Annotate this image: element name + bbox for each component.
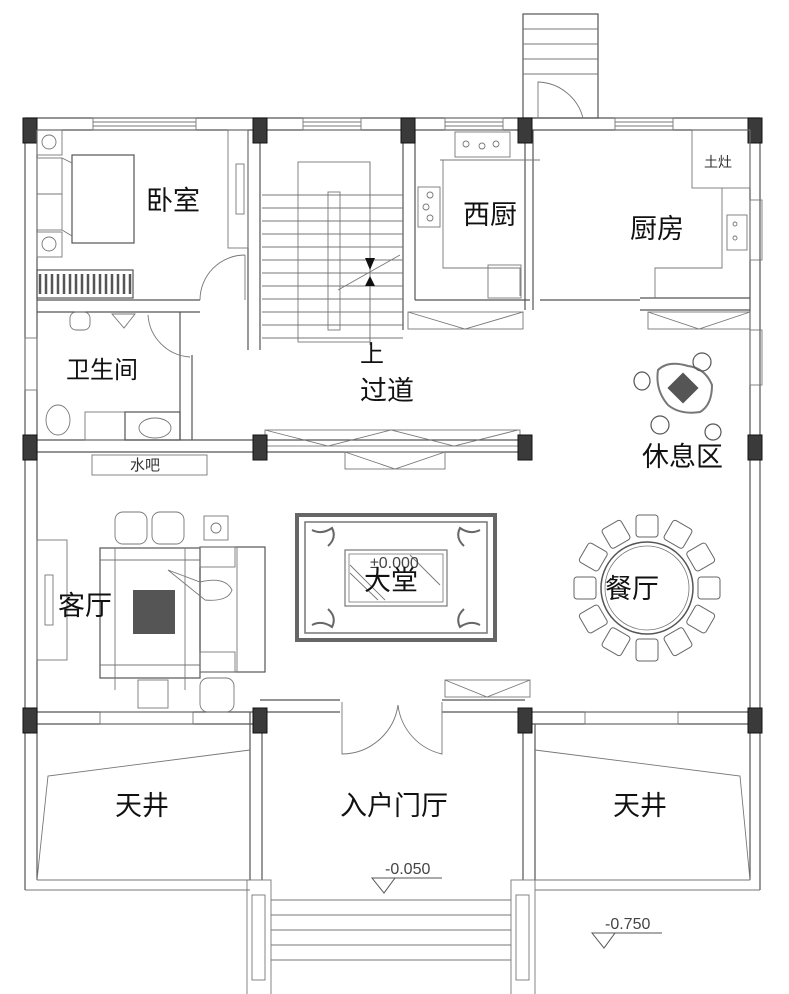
lounge-table-set <box>633 352 722 441</box>
entrance-door[interactable] <box>341 702 443 755</box>
dining-chair <box>663 627 693 657</box>
elevation-marker-exterior: -0.750 <box>590 916 662 949</box>
dining-chair <box>663 519 693 549</box>
dining-chair <box>635 638 659 662</box>
dining-chair <box>635 514 659 538</box>
bedroom-door[interactable] <box>200 255 245 300</box>
kitchen-fixtures <box>654 129 751 298</box>
elevation-hall: ±0.000 <box>370 555 419 572</box>
bathroom-door[interactable] <box>148 312 192 357</box>
bedroom-tv <box>235 163 245 215</box>
dining-chair <box>578 604 608 634</box>
label-bedroom: 卧室 <box>146 186 200 217</box>
structural-columns <box>22 117 763 734</box>
living-room-furniture <box>36 511 266 713</box>
dining-chair <box>573 576 597 600</box>
dining-chair <box>697 576 721 600</box>
label-bathroom: 卫生间 <box>66 356 138 384</box>
label-hall: 大堂 <box>364 566 418 597</box>
label-dining-room: 餐厅 <box>605 574 659 605</box>
elevation-marker-entrance: -0.050 <box>370 861 442 894</box>
label-entrance-hall: 入户门厅 <box>340 791 448 822</box>
label-lounge: 休息区 <box>642 442 723 473</box>
label-living-room: 客厅 <box>58 591 112 622</box>
label-courtyard-right: 天井 <box>613 791 667 822</box>
dining-chair <box>601 519 631 549</box>
elevation-exterior: -0.750 <box>605 916 650 933</box>
bathroom-fixtures <box>45 311 208 476</box>
label-kitchen: 厨房 <box>630 214 684 245</box>
label-western-kitchen: 西厨 <box>463 200 517 231</box>
front-steps <box>246 879 536 994</box>
hall-rug <box>295 513 497 642</box>
label-corridor: 过道 <box>360 376 414 407</box>
back-steps <box>522 13 599 119</box>
elevation-entrance: -0.050 <box>385 861 430 878</box>
label-courtyard-left: 天井 <box>115 791 169 822</box>
dining-chair <box>601 627 631 657</box>
double-bed <box>36 129 135 258</box>
dining-chair <box>686 542 716 572</box>
back-door[interactable] <box>535 80 585 120</box>
folding-door-west-kitchen[interactable] <box>407 311 524 330</box>
label-stove: 土灶 <box>704 155 732 171</box>
dining-chair <box>686 604 716 634</box>
staircase <box>262 161 403 345</box>
folding-door-corridor[interactable] <box>264 429 521 470</box>
label-water-bar: 水吧 <box>130 456 160 474</box>
folding-door-entrance-side[interactable] <box>444 679 531 698</box>
dining-chair <box>578 542 608 572</box>
dining-table <box>573 514 721 662</box>
folding-door-kitchen[interactable] <box>647 311 751 330</box>
label-stairs-up: 上 <box>360 340 384 368</box>
wardrobe <box>36 269 134 299</box>
west-kitchen-fixtures <box>417 131 540 299</box>
